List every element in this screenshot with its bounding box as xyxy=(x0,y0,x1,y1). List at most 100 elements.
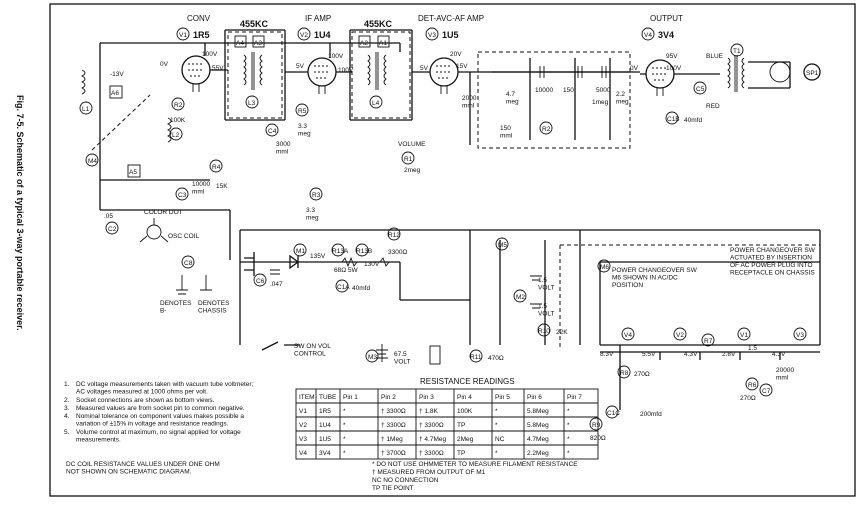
m6-label: M6 xyxy=(600,264,609,271)
table-cell: * xyxy=(495,408,498,415)
table-cell: * xyxy=(343,422,346,429)
table-cell: * xyxy=(567,450,570,457)
table-cell: 5.8Meg xyxy=(527,422,549,429)
c7-label: C7 xyxy=(762,388,771,395)
v3-plate-v: 20V xyxy=(450,51,462,58)
tube-v1-type: 1R5 xyxy=(193,30,210,40)
stage-output: OUTPUT xyxy=(650,14,683,23)
a1-label: A1 xyxy=(379,40,387,47)
v4-plate-v: 95V xyxy=(666,53,678,60)
trimmer-a5 xyxy=(127,164,141,178)
l3-label: L3 xyxy=(248,100,256,107)
tube-v2-label: V2 1U4 xyxy=(297,27,331,41)
r4-label: R4 xyxy=(212,164,221,171)
note-2-num: 2. xyxy=(64,397,70,404)
filament-string xyxy=(600,345,820,410)
v2-plate-v: 100V xyxy=(328,53,344,60)
table-cell: V2 xyxy=(299,422,307,429)
if-transformer-1: A4 A3 L3 xyxy=(234,35,265,109)
table-cell: 1U4 xyxy=(319,422,331,429)
if-transformer-2: A2 A1 L4 xyxy=(358,35,390,109)
v1-screen-v: 55V xyxy=(212,65,224,72)
table-cell: NC xyxy=(495,436,505,443)
l4-label: L4 xyxy=(372,100,380,107)
table-header: Pin 6 xyxy=(527,394,542,401)
rectifier-v: 135V xyxy=(310,253,326,260)
c1c-label: C1C xyxy=(607,410,620,417)
c1b-value: 40mfd xyxy=(684,117,702,124)
table-cell: 100K xyxy=(457,408,473,415)
trimmer-a6 xyxy=(109,85,123,99)
c3-label: C3 xyxy=(178,192,187,199)
c6-label: C6 xyxy=(256,278,265,285)
table-cell: † 3300Ω xyxy=(419,450,444,457)
m6-switch: M6 xyxy=(597,259,611,273)
gang-link xyxy=(91,94,151,151)
table-cell: TP xyxy=(457,422,465,429)
frame-border xyxy=(49,3,856,497)
v3-screen-v: 15V xyxy=(456,63,468,70)
table-cell: † 4.7Meg xyxy=(419,436,446,443)
v1-grid-v: 0V xyxy=(160,61,169,68)
rect-out-v: 130V xyxy=(364,261,380,268)
table-cell: V1 xyxy=(299,408,307,415)
v2-grid-v: 5V xyxy=(296,63,305,70)
v1-bias-v: -13V xyxy=(110,71,124,78)
if-can-shields xyxy=(227,31,411,119)
table-header: TUBE xyxy=(319,394,337,401)
fil-f: 4.3V xyxy=(772,351,786,358)
table-cell: TP xyxy=(457,450,465,457)
det-cap-5000: 5000 xyxy=(596,87,611,94)
note-2: Socket connections are shown as bottom v… xyxy=(76,397,215,404)
det-af-network xyxy=(477,51,631,149)
resistance-footnotes: * DO NOT USE OHMMETER TO MEASURE FILAMEN… xyxy=(372,461,578,492)
tube-v4-type: 3V4 xyxy=(658,30,674,40)
tube-v3 xyxy=(429,57,459,94)
tube-v3-label: V3 1U5 xyxy=(425,27,459,41)
tube-v4-ref: V4 xyxy=(644,32,652,39)
table-header: Pin 7 xyxy=(567,394,582,401)
note-4: Nominal tolerance on component values ma… xyxy=(76,413,244,427)
tube-v2-type: 1U4 xyxy=(314,30,331,40)
table-cell: * xyxy=(343,450,346,457)
c6-value: .047 xyxy=(270,281,283,288)
osc-coil-label: OSC COIL xyxy=(168,233,199,240)
table-footnote: TP TIE POINT xyxy=(372,485,414,492)
speaker: SP1 xyxy=(748,61,821,89)
a6-label: A6 xyxy=(111,90,119,97)
r13-value: 68Ω 5W xyxy=(334,267,359,274)
table-cell: 4.7Meg xyxy=(527,436,549,443)
table-cell: † 3300Ω xyxy=(419,422,444,429)
det-res-1meg: 1meg xyxy=(592,99,609,106)
v4-grid-v: 0V xyxy=(630,65,639,72)
fil-d: 2.8V xyxy=(722,351,736,358)
l2-label: L2 xyxy=(172,132,180,139)
r1-label: R1 xyxy=(404,156,413,163)
voltage-annotations: 100V 55V -13V 0V 100V 100V 5V 20V 15V 5V… xyxy=(110,51,682,268)
table-footnote: * DO NOT USE OHMMETER TO MEASURE FILAMEN… xyxy=(372,461,578,468)
v4-screen-v: 100V xyxy=(666,65,682,72)
c1b-label: C1B xyxy=(667,116,680,123)
r12-value: 3300Ω xyxy=(388,249,407,256)
v2-screen-v: 100V xyxy=(338,67,354,74)
c1a-value: 40mfd xyxy=(352,285,370,292)
r10-label: R10 xyxy=(538,328,550,335)
ac-plug xyxy=(244,252,255,276)
table-cell: * xyxy=(567,436,570,443)
filament-voltages: 8.3V 5.5V 4.3V 2.8V 1.5 4.3V xyxy=(600,345,786,358)
r6-value: 270Ω xyxy=(740,395,756,402)
a5-label: A5 xyxy=(129,169,137,176)
note-3-num: 3. xyxy=(64,405,70,412)
note-4-num: 4. xyxy=(64,413,70,420)
table-cell: † 1.8K xyxy=(419,408,438,415)
